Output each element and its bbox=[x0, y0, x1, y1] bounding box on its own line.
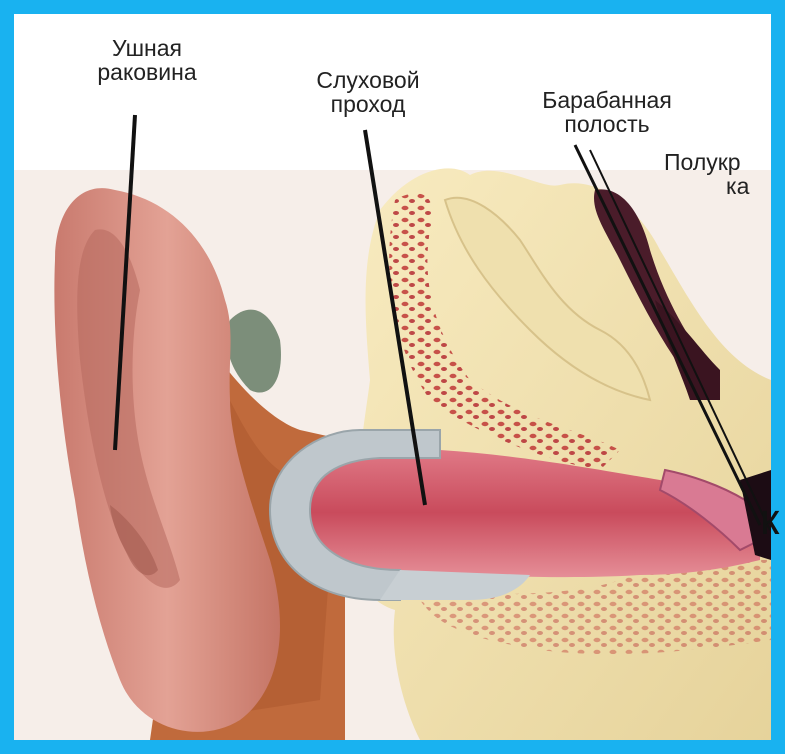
label-semicircular-line1: Полукр bbox=[664, 150, 749, 174]
label-auricle: Ушная раковина bbox=[72, 36, 222, 84]
label-semicircular-canals: Полукр ка bbox=[664, 150, 749, 198]
label-tympanic-cavity-line1: Барабанная bbox=[497, 88, 717, 112]
label-tympanic-cavity-line2: полость bbox=[497, 112, 717, 136]
label-semicircular-line2: ка bbox=[664, 174, 749, 198]
label-ear-canal-line2: проход bbox=[283, 92, 453, 116]
label-ear-canal-line1: Слуховой bbox=[283, 68, 453, 92]
label-auricle-line1: Ушная bbox=[72, 36, 222, 60]
label-ear-canal: Слуховой проход bbox=[283, 68, 453, 116]
label-cut-letter: к bbox=[760, 495, 779, 545]
label-tympanic-cavity: Барабанная полость bbox=[497, 88, 717, 136]
label-auricle-line2: раковина bbox=[72, 60, 222, 84]
